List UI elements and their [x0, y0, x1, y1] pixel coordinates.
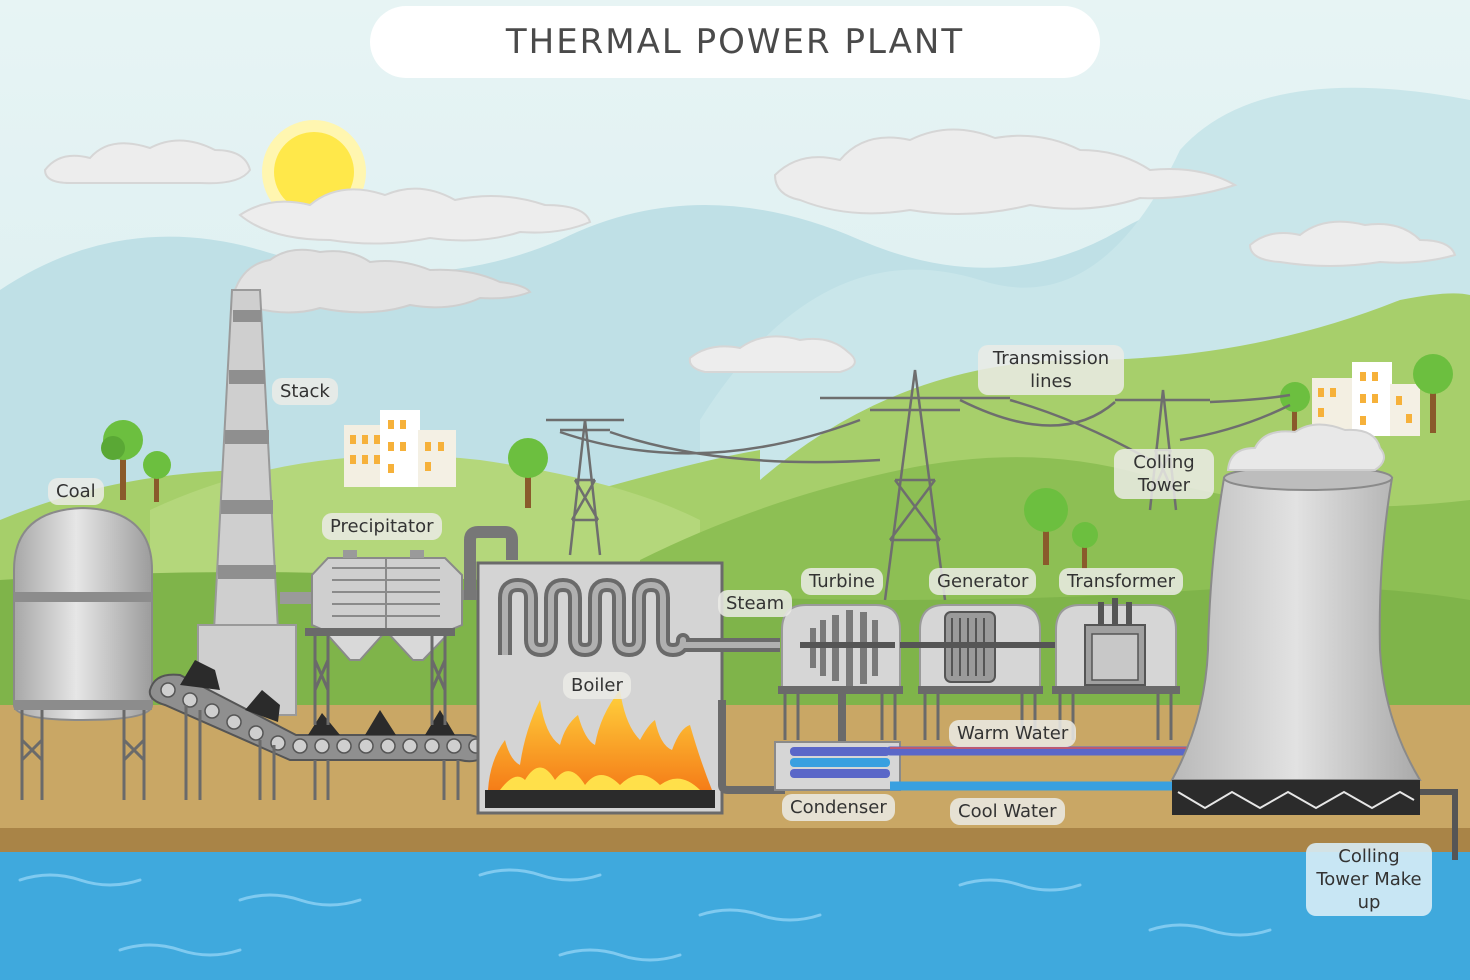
ground-edge [0, 828, 1470, 854]
boiler-fire [488, 690, 712, 790]
label-colling-tower-make-up: Colling Tower Make up [1306, 843, 1432, 916]
label-turbine: Turbine [801, 568, 883, 595]
generator-house [900, 604, 1055, 740]
electrostatic-precipitator [280, 550, 478, 725]
label-warm-water: Warm Water [949, 720, 1077, 747]
river [0, 852, 1470, 980]
diagram-title: THERMAL POWER PLANT [370, 6, 1100, 78]
label-boiler: Boiler [563, 672, 631, 699]
river-waves [18, 868, 1272, 962]
transformer-house [1052, 598, 1180, 740]
label-precipitator: Precipitator [322, 513, 442, 540]
flue-pipe [464, 526, 518, 600]
label-colling-tower: Colling Tower [1114, 449, 1214, 499]
label-generator: Generator [929, 568, 1037, 595]
coal-conveyor [148, 660, 505, 800]
turbine-house [778, 604, 903, 745]
stack-smoke [230, 248, 532, 314]
label-stack: Stack [272, 378, 338, 405]
cooling-tower-vapor [1226, 423, 1385, 471]
label-condenser: Condenser [782, 794, 895, 821]
label-cool-water: Cool Water [950, 798, 1065, 825]
city-buildings-left [344, 410, 456, 487]
condenser [774, 741, 901, 791]
label-coal: Coal [48, 478, 104, 505]
trees [101, 354, 1453, 569]
cooling-tower [1170, 465, 1458, 860]
label-transmission-lines: Transmission lines [978, 345, 1124, 395]
coal-silo [13, 506, 153, 800]
label-steam: Steam [718, 590, 793, 617]
label-transformer: Transformer [1059, 568, 1184, 595]
